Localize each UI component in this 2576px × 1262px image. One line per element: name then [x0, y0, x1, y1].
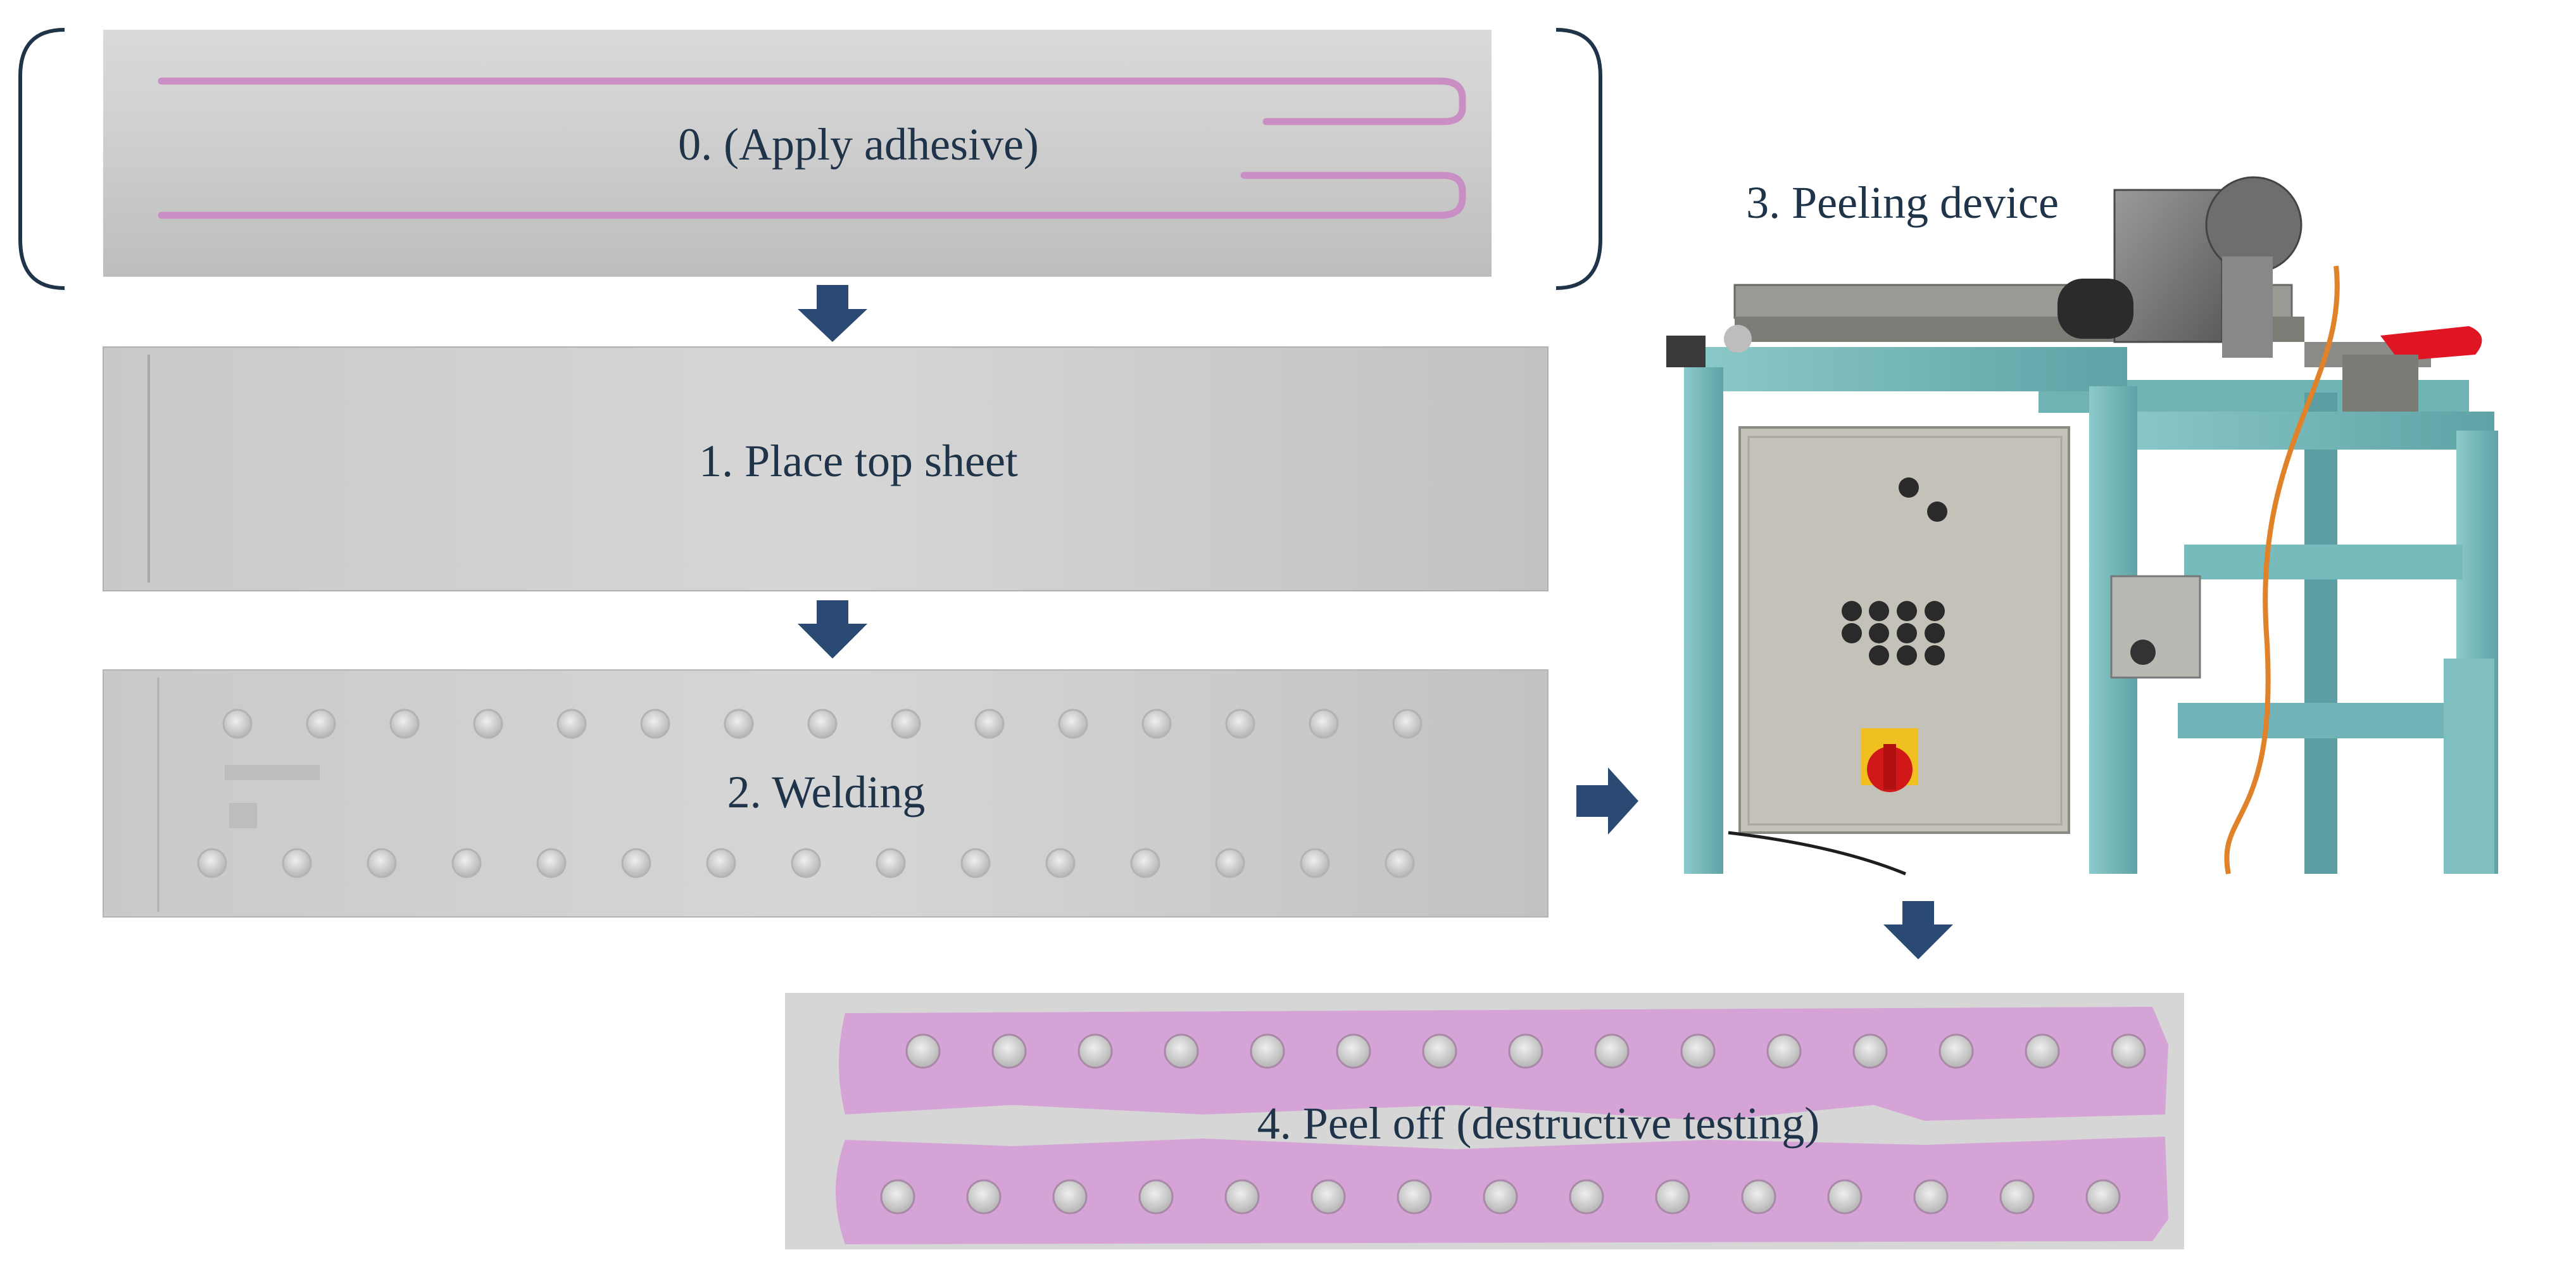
- weld-spot: [1225, 709, 1255, 739]
- weld-spot: [621, 848, 651, 878]
- weld-nugget: [1052, 1179, 1088, 1215]
- weld-nugget: [1422, 1033, 1457, 1069]
- top-sheet: [103, 347, 1548, 591]
- weld-nugget: [1680, 1033, 1716, 1069]
- sheet-marking: [225, 765, 320, 828]
- weld-spot-row-top: [222, 709, 1423, 739]
- weld-nugget: [1078, 1033, 1113, 1069]
- weld-spot: [473, 709, 503, 739]
- weld-nugget: [1224, 1179, 1260, 1215]
- weld-spot: [1058, 709, 1088, 739]
- weld-nugget: [1827, 1179, 1863, 1215]
- step-3-label: 3. Peeling device: [1746, 177, 2059, 228]
- weld-nugget: [1766, 1033, 1802, 1069]
- weld-spot: [1130, 848, 1160, 878]
- weld-nugget: [1594, 1033, 1630, 1069]
- control-buttons: [1842, 477, 1947, 666]
- step-2-group: 2. Welding: [103, 669, 1549, 918]
- weld-spot: [724, 709, 754, 739]
- weld-spot: [891, 709, 921, 739]
- weld-nugget: [2025, 1033, 2060, 1069]
- weld-nugget: [1852, 1033, 1888, 1069]
- weld-nugget: [1999, 1179, 2035, 1215]
- weld-spot: [282, 848, 312, 878]
- weld-nugget: [991, 1033, 1027, 1069]
- weld-spot: [1215, 848, 1245, 878]
- weld-spot: [706, 848, 736, 878]
- weld-nugget: [905, 1033, 941, 1069]
- weld-spot: [974, 709, 1005, 739]
- step-4-label: 4. Peel off (destructive testing): [1257, 1098, 1819, 1149]
- weld-spot: [1300, 848, 1330, 878]
- weld-nugget: [1913, 1179, 1949, 1215]
- weld-spot: [306, 709, 336, 739]
- right-bracket: [1555, 28, 1602, 290]
- adhesive-residue-top: [839, 1007, 2168, 1121]
- step-0-group: 0. (Apply adhesive): [18, 28, 1602, 290]
- weld-spot: [556, 709, 587, 739]
- weld-spot: [536, 848, 567, 878]
- weld-nugget: [1164, 1033, 1199, 1069]
- weld-nugget: [1397, 1179, 1432, 1215]
- weld-nugget: [1741, 1179, 1776, 1215]
- step-4-group: 4. Peel off (destructive testing): [785, 993, 2184, 1249]
- weld-spot: [451, 848, 482, 878]
- weld-nugget: [1336, 1033, 1371, 1069]
- weld-nugget: [1508, 1033, 1543, 1069]
- weld-spot: [876, 848, 906, 878]
- weld-spot: [791, 848, 821, 878]
- weld-nugget: [966, 1179, 1002, 1215]
- weld-spot: [1385, 848, 1415, 878]
- down-arrow-icon: [798, 285, 867, 342]
- weld-nugget: [1483, 1179, 1518, 1215]
- step-0-label: 0. (Apply adhesive): [678, 119, 1039, 170]
- weld-spot: [1141, 709, 1172, 739]
- adhesive-bead: [158, 77, 1466, 219]
- weld-nugget: [880, 1179, 915, 1215]
- weld-spot: [389, 709, 420, 739]
- weld-nugget: [2111, 1033, 2146, 1069]
- weld-nugget: [1655, 1179, 1690, 1215]
- weld-spot: [1309, 709, 1339, 739]
- right-arrow-icon: [1576, 767, 1638, 835]
- left-bracket: [18, 28, 65, 290]
- peeling-device-image: [1666, 176, 2498, 876]
- peel-weld-row-top: [905, 1033, 2146, 1069]
- weld-spot: [1045, 848, 1076, 878]
- weld-spot: [1392, 709, 1423, 739]
- weld-spot: [807, 709, 838, 739]
- peel-weld-row-bottom: [880, 1179, 2121, 1215]
- weld-nugget: [2085, 1179, 2121, 1215]
- weld-spot: [367, 848, 397, 878]
- weld-spot: [197, 848, 227, 878]
- motor: [2058, 176, 2303, 358]
- weld-nugget: [1938, 1033, 1974, 1069]
- step-1-label: 1. Place top sheet: [699, 436, 1018, 486]
- weld-nugget: [1138, 1179, 1174, 1215]
- step-3-group: 3. Peeling device: [1666, 176, 2498, 876]
- weld-spot: [222, 709, 253, 739]
- weld-spot: [640, 709, 670, 739]
- weld-nugget: [1250, 1033, 1285, 1069]
- step-1-group: 1. Place top sheet: [103, 346, 1549, 591]
- weld-spot-row-bottom: [197, 848, 1415, 878]
- red-handle: [2380, 326, 2482, 361]
- adhesive-sheet: [103, 30, 1492, 277]
- down-arrow-icon: [1883, 901, 1953, 959]
- weld-spot: [960, 848, 991, 878]
- down-arrow-icon: [798, 600, 867, 659]
- weld-nugget: [1569, 1179, 1604, 1215]
- weld-nugget: [1310, 1179, 1346, 1215]
- step-2-label: 2. Welding: [727, 767, 926, 817]
